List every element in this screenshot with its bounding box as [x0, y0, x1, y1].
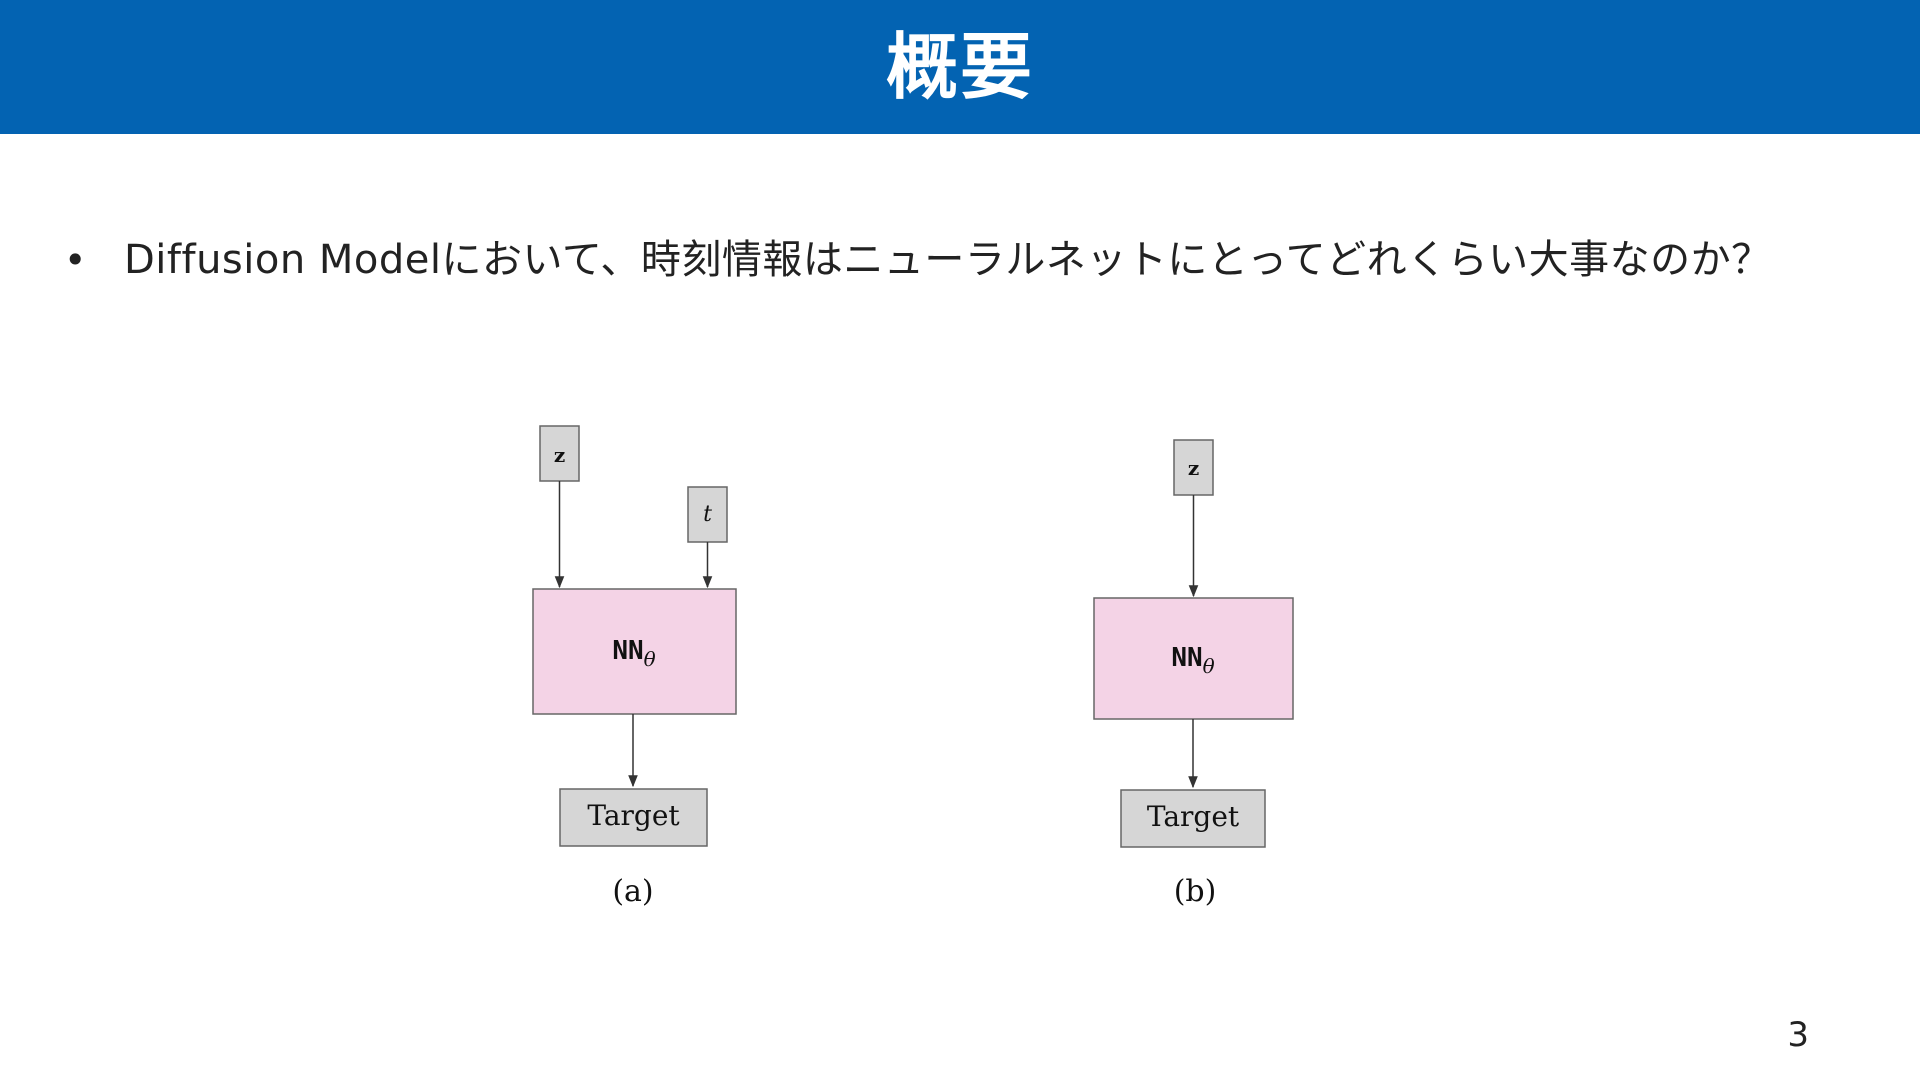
bullet-text: Diffusion Modelにおいて、時刻情報はニューラルネットにとってどれく… [124, 237, 1772, 283]
panel-a-z-box [539, 425, 580, 482]
panel-a-network-label: NNθ [612, 636, 655, 671]
panel-b-caption: (b) [1174, 874, 1217, 909]
panel-a: z t NNθ Target (a) [532, 425, 737, 909]
slide-title: 概要 [885, 25, 1034, 109]
panel-a-target-box [559, 788, 708, 847]
panel-a-t-box [687, 486, 728, 543]
panel-b-network-label: NNθ [1171, 643, 1214, 678]
panel-b-z-label: z [1188, 456, 1199, 480]
panel-a-caption: (a) [612, 874, 653, 909]
panel-a-t-label: t [703, 502, 712, 527]
panel-b-target-label: Target [1147, 800, 1240, 833]
bullet-item: • Diffusion Modelにおいて、時刻情報はニューラルネットにとってど… [64, 232, 1844, 288]
panel-b: z NNθ Target (b) [1093, 439, 1294, 909]
page-number: 3 [1787, 1015, 1809, 1055]
panel-b-z-box [1173, 439, 1214, 496]
bullet-icon: • [64, 238, 87, 282]
title-bar: 概要 [0, 0, 1920, 134]
panel-b-target-box [1120, 789, 1266, 848]
panel-b-network-box [1093, 597, 1294, 720]
panel-a-z-label: z [554, 443, 565, 467]
panel-a-target-label: Target [587, 799, 680, 832]
panel-a-network-box [532, 588, 737, 715]
